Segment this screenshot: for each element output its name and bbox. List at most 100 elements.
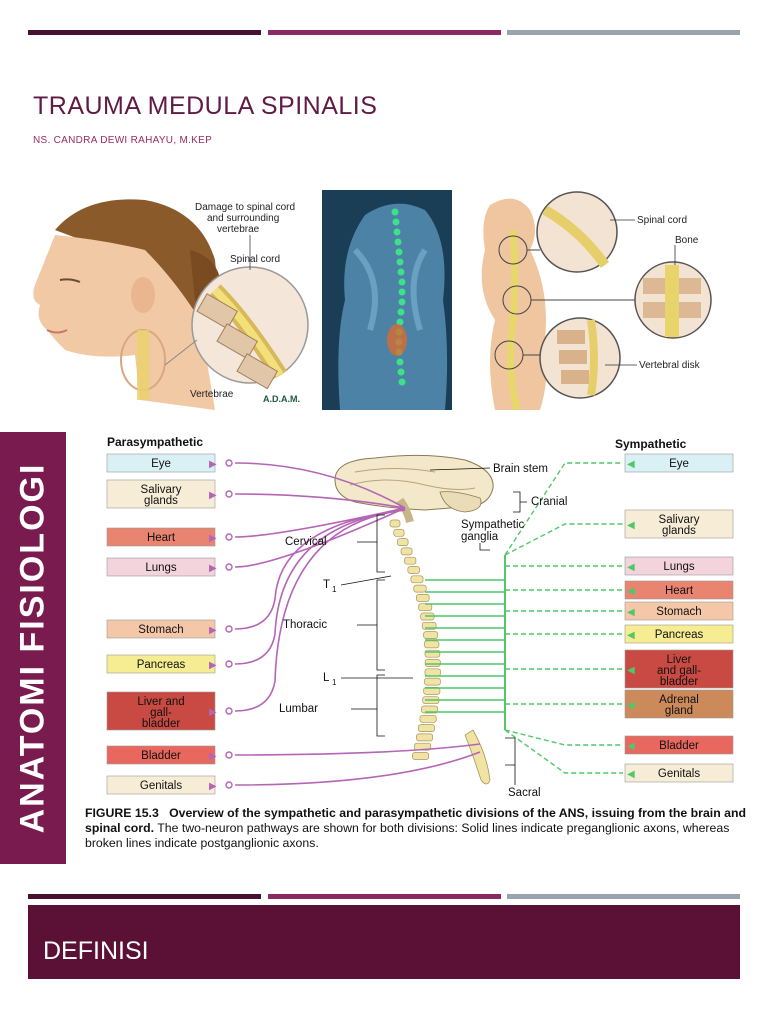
label-l1-sub: 1 [332,678,337,687]
vertebra [410,575,424,584]
parasympathetic-pathway [234,509,406,665]
ganglion-icon [225,533,233,541]
organ-box-parasympathetic [106,557,216,577]
label-t1-sub: 1 [332,585,337,594]
vertebra [389,519,401,528]
organ-box-sympathetic [624,580,734,600]
label-vertebrae: Vertebrae [190,389,234,400]
organ-label: Lungs [663,561,695,573]
sympathetic-pathway [504,523,623,556]
parasympathetic-pathway [234,509,406,712]
organ-label: bladder [660,676,699,688]
organ-label: Genitals [658,768,700,780]
vertebra [417,724,435,732]
arrow-icon: ◀ [627,607,635,618]
sacrum [464,729,491,785]
ganglion-icon [225,563,233,571]
ans-diagram: Parasympathetic Sympathetic Eye▶Salivary… [106,435,734,799]
organ-label: Liver [667,654,692,666]
back-spine-illustration [322,190,452,410]
vertebra [424,659,441,667]
organ-label: glands [144,495,178,507]
organ-box-sympathetic [624,649,734,689]
vertebra [424,677,441,686]
vertebra [412,752,430,760]
arrow-icon: ▶ [209,781,217,792]
vertebra [424,668,441,677]
parasympathetic-pathway [234,509,406,630]
arrow-icon: ◀ [627,665,635,676]
organ-label: Eye [669,458,689,470]
ganglion-icon [225,751,233,759]
arrow-icon: ▶ [209,625,217,636]
slide-author: NS. CANDRA DEWI RAHAYU, M.KEP [33,135,213,146]
vertebra [419,714,437,723]
vertebra [404,556,417,565]
organ-box-sympathetic [624,624,734,644]
slide-title: TRAUMA MEDULA SPINALIS [33,92,378,120]
label-brain-stem: Brain stem [493,463,548,475]
label-sympathetic-ganglia-1: Sympathetic [461,519,525,531]
arrow-icon: ◀ [627,459,635,470]
parasympathetic-pathway [234,751,481,786]
brain-illustration [334,454,494,524]
side-title: ANATOMI FISIOLOGI [13,462,52,834]
vertebra [416,733,434,742]
accent-bar-6 [507,894,740,899]
definisi-heading: DEFINISI [43,937,149,965]
organ-box-sympathetic [624,763,734,783]
figure-number: FIGURE 15.3 [85,806,159,820]
organ-box-sympathetic [624,453,734,473]
parasympathetic-organs: Eye▶Salivaryglands▶Heart▶Lungs▶Stomach▶P… [106,453,233,795]
organ-label: Stomach [656,606,701,618]
organ-label: Bladder [141,750,181,762]
organ-label: gall- [150,707,172,719]
organ-box-parasympathetic [106,453,216,473]
parasympathetic-pathway [234,743,481,756]
organ-box-parasympathetic [106,654,216,674]
label-damage-2: and surrounding [207,213,279,224]
accent-bar-1 [28,30,261,35]
organ-label: Heart [665,585,694,597]
parasympathetic-heading: Parasympathetic [107,435,203,449]
organ-label: bladder [142,718,181,730]
label-sacral: Sacral [508,787,541,799]
sympathetic-pathway [504,462,623,556]
organ-label: Genitals [140,780,182,792]
parasympathetic-pathway [234,507,406,568]
arrow-icon: ◀ [627,562,635,573]
parasympathetic-pathway [234,507,406,538]
organ-box-sympathetic [624,689,734,719]
organ-box-sympathetic [624,556,734,576]
arrow-icon: ▶ [209,707,217,718]
ganglion-icon [225,707,233,715]
label-cervical: Cervical [285,536,327,548]
vertebra [424,640,440,649]
arrow-icon: ▶ [209,751,217,762]
arrow-icon: ◀ [627,630,635,641]
label-t1: T [323,579,330,591]
label-bone: Bone [675,235,699,246]
figure-caption-bold: Overview of the sympathetic and parasymp… [85,806,747,835]
adam-logo: A.D.A.M. [263,394,300,404]
arrow-icon: ▶ [209,660,217,671]
organ-box-parasympathetic [106,691,216,731]
spinal-column [389,519,491,785]
label-damage-3: vertebrae [217,224,260,235]
definisi-banner: DEFINISI [28,905,740,979]
organ-label: gland [665,705,693,717]
side-spine-illustration: Spinal cord Bone Vertebral disk [458,190,745,410]
label-damage-1: Damage to spinal cord [195,202,295,213]
label-l1: L [323,672,330,684]
vertebra [400,547,413,556]
vertebra [423,631,439,639]
ganglion-icon [225,625,233,633]
organ-label: Eye [151,458,171,470]
label-cranial: Cranial [531,496,567,508]
organ-label: Adrenal [659,694,699,706]
organ-label: glands [662,525,696,537]
label-sympathetic-ganglia-2: ganglia [461,531,499,543]
organ-label: and gall- [657,665,701,677]
vertebra [413,584,427,593]
organ-label: Heart [147,532,176,544]
